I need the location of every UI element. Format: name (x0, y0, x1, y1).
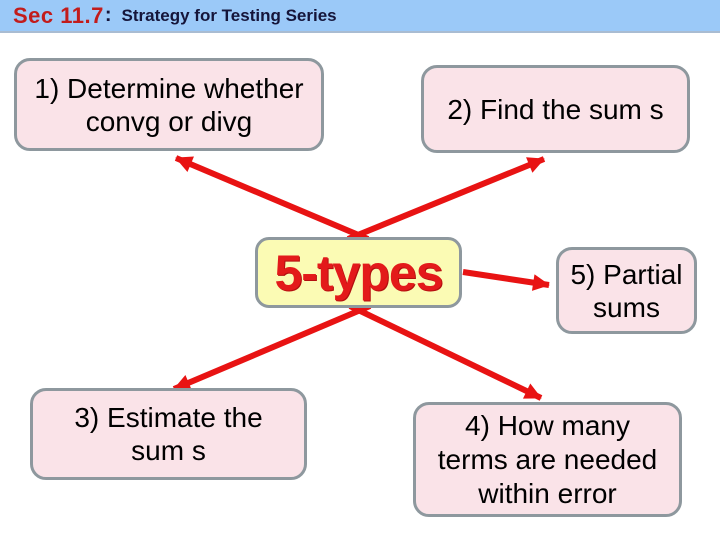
arrow-to-node-2 (346, 156, 546, 242)
node-text-line: sums (593, 291, 660, 323)
arrow-to-node-5 (462, 269, 550, 291)
node-text-line: 3) Estimate the (74, 402, 263, 433)
node-text-line: within error (478, 477, 617, 509)
arrow-to-node-1 (174, 155, 370, 242)
node-text-line: terms are needed (437, 443, 658, 475)
node-how-many-terms: 4) How many terms are needed within erro… (413, 402, 682, 517)
slide-header-bar: Sec 11.7 : Strategy for Testing Series (0, 0, 720, 33)
node-find-the-sum: 2) Find the sum s (421, 65, 690, 153)
node-text-line: 5) Partial (570, 258, 683, 290)
node-text-line: 4) How many (465, 409, 630, 441)
node-estimate-the-sum: 3) Estimate the sum s (30, 388, 307, 480)
arrow-to-node-4 (348, 303, 543, 401)
node-partial-sums: 5) Partial sums (556, 247, 697, 334)
node-determine-convg-or-divg: 1) Determine whether convg or divg (14, 58, 324, 151)
center-label: 5-types (274, 244, 443, 301)
arrow-to-node-3 (172, 303, 372, 392)
section-colon: : (104, 4, 112, 26)
node-text-line: convg or divg (85, 105, 253, 137)
section-number: Sec 11.7 (13, 2, 104, 28)
node-text-line: 2) Find the sum s (447, 93, 664, 125)
node-text-line: sum s (131, 435, 206, 466)
slide-title: Strategy for Testing Series (121, 5, 337, 25)
node-5-types-center: 5-types (255, 237, 462, 308)
node-text-line: 1) Determine whether (34, 72, 304, 104)
